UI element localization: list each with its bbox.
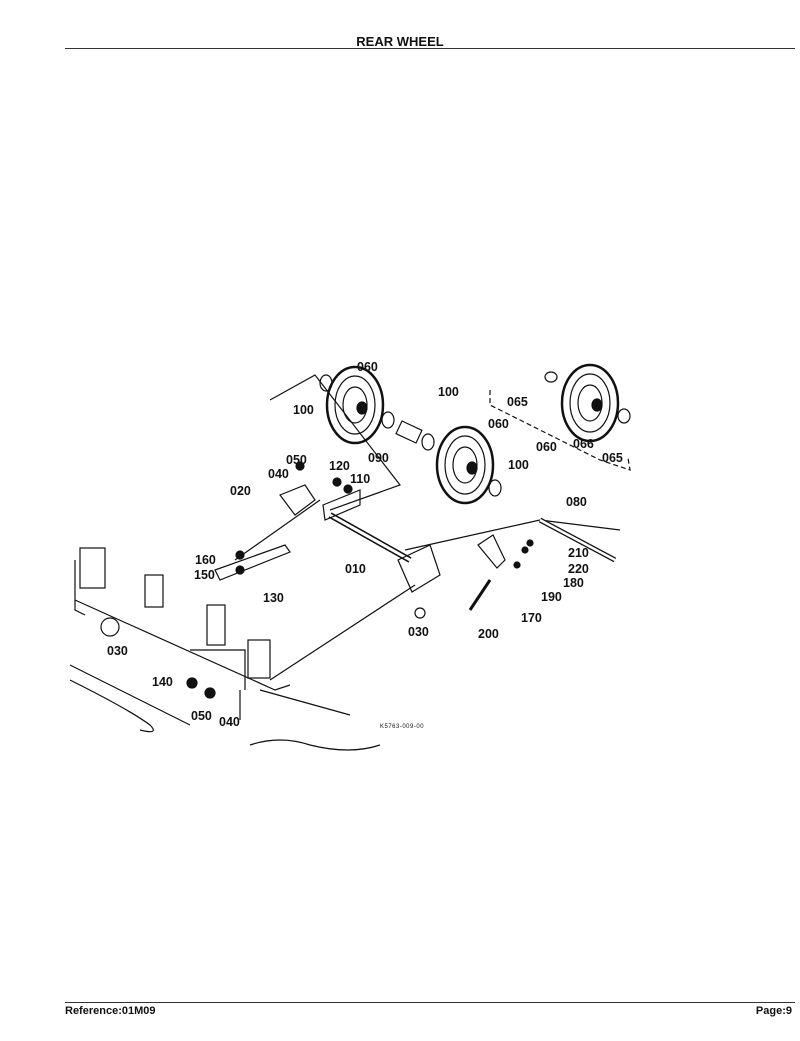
callout-label: 140 (152, 675, 173, 689)
callout-label: 220 (568, 562, 589, 576)
callout-label: 170 (521, 611, 542, 625)
page-title: REAR WHEEL (356, 34, 444, 49)
wheel-left (325, 365, 385, 445)
callout-label: 110 (350, 472, 371, 486)
callout-label: 050 (286, 453, 307, 467)
callout-label: 160 (195, 553, 216, 567)
callout-label: 100 (293, 403, 314, 417)
callout-label: 150 (194, 568, 215, 582)
reference-text: Reference:01M09 (65, 1005, 156, 1017)
callout-label: 200 (478, 627, 499, 641)
callout-label: 190 (541, 590, 562, 604)
callout-label: 010 (345, 562, 366, 576)
wheel-right (560, 363, 620, 443)
callout-label: 065 (507, 395, 528, 409)
callout-label: 120 (329, 459, 350, 473)
callout-label: 020 (230, 484, 251, 498)
page-number: Page:9 (755, 1005, 792, 1017)
callout-label: 210 (568, 546, 589, 560)
wheel-middle (435, 425, 495, 505)
callout-label: 030 (408, 625, 429, 639)
callout-label: 130 (263, 591, 284, 605)
callout-label: 060 (488, 417, 509, 431)
callout-label: 040 (268, 467, 289, 481)
callout-label: 100 (438, 385, 459, 399)
callout-label: 060 (536, 440, 557, 454)
callout-label: 050 (191, 709, 212, 723)
callout-label: 080 (566, 495, 587, 509)
header-divider (65, 48, 795, 49)
callout-label: 100 (508, 458, 529, 472)
callout-label: 066 (573, 437, 594, 451)
footer-divider (65, 1002, 795, 1003)
callout-label: 030 (107, 644, 128, 658)
drawing-code: K5763-009-00 (380, 724, 425, 730)
callout-label: 040 (219, 715, 240, 729)
callout-label: 180 (563, 576, 584, 590)
callout-label: 065 (602, 451, 623, 465)
callout-label: 090 (368, 451, 389, 465)
callout-label: 060 (357, 360, 378, 374)
